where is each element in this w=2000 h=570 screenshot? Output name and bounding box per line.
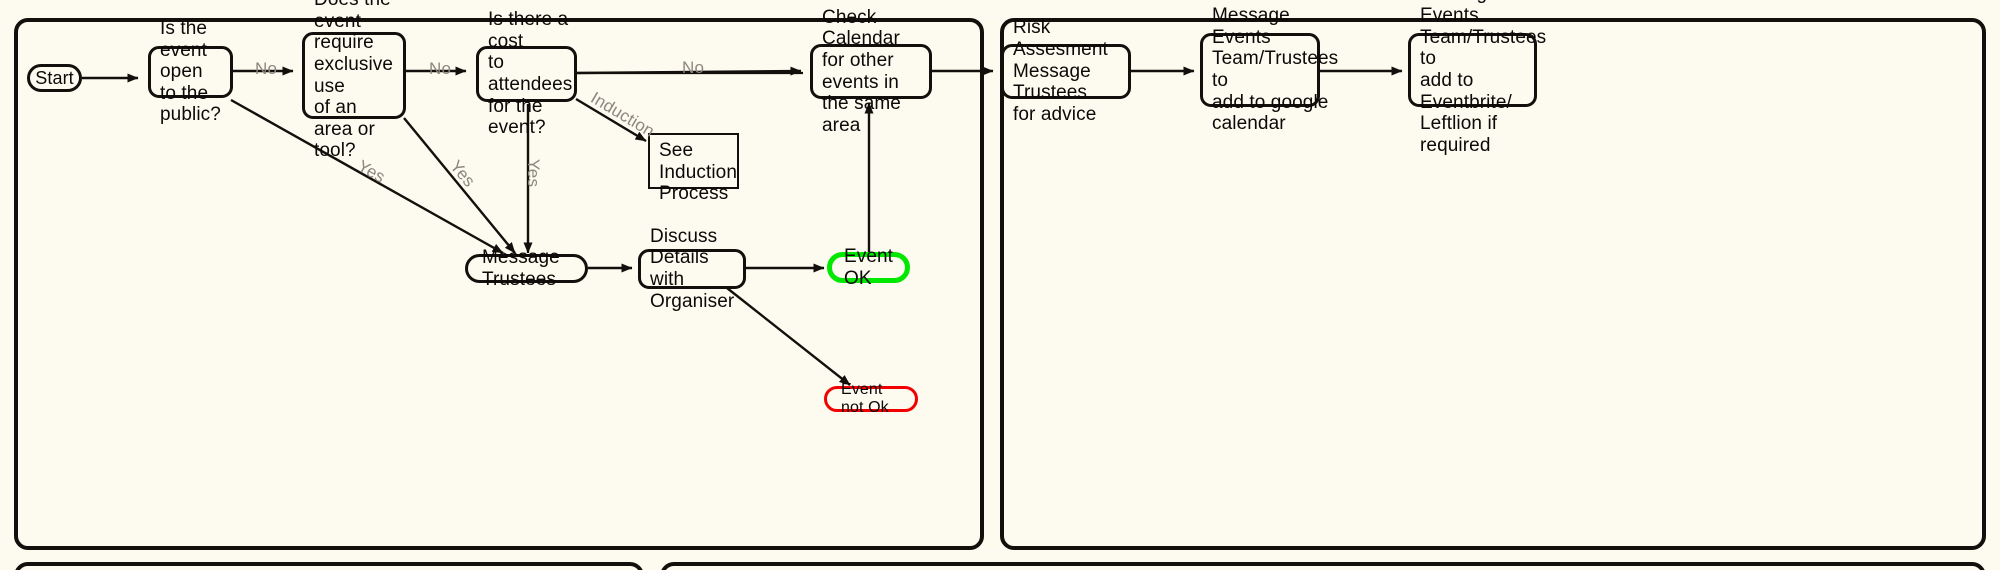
edge-cost-long-horizontal (576, 66, 802, 76)
node-add-to-google-calendar[interactable]: Message Events Team/Trustees to add to g… (1200, 5, 1338, 134)
edge-label-no-2: No (429, 59, 452, 78)
edge-label-no-3: No (682, 58, 705, 77)
edge-exclusive-use-to-message-trustees (403, 117, 516, 254)
node-message-trustees[interactable]: Message Trustees (465, 247, 588, 290)
node-does-event-require-exclusive-use[interactable]: Does the event require exclusive use of … (302, 0, 406, 161)
edge-cost-to-see-induction (575, 97, 647, 143)
node-discuss-details-with-organiser[interactable]: Discuss Details with Organiser (638, 226, 746, 312)
node-check-calendar[interactable]: Check Calendar for other events in the s… (810, 7, 932, 136)
edge-label-no-1: No (255, 59, 278, 78)
node-start[interactable]: Start (27, 64, 82, 92)
node-see-induction-process[interactable]: See Induction Process (648, 133, 739, 204)
node-risk-assessment[interactable]: Risk Assesment Message Trustees for advi… (1001, 17, 1131, 125)
node-event-not-ok[interactable]: Event not Ok (824, 381, 918, 416)
node-add-to-eventbrite-leftlion[interactable]: Message Events Team/Trustees to add to E… (1408, 0, 1546, 156)
edge-open-public-to-message-trustees (230, 98, 504, 255)
node-event-ok[interactable]: Event OK (827, 246, 910, 289)
edge-label-yes-3: Yes (524, 158, 544, 188)
node-is-event-open-to-public[interactable]: Is the event open to the public? (148, 18, 233, 125)
edge-discuss-to-event-not-ok (726, 287, 851, 386)
